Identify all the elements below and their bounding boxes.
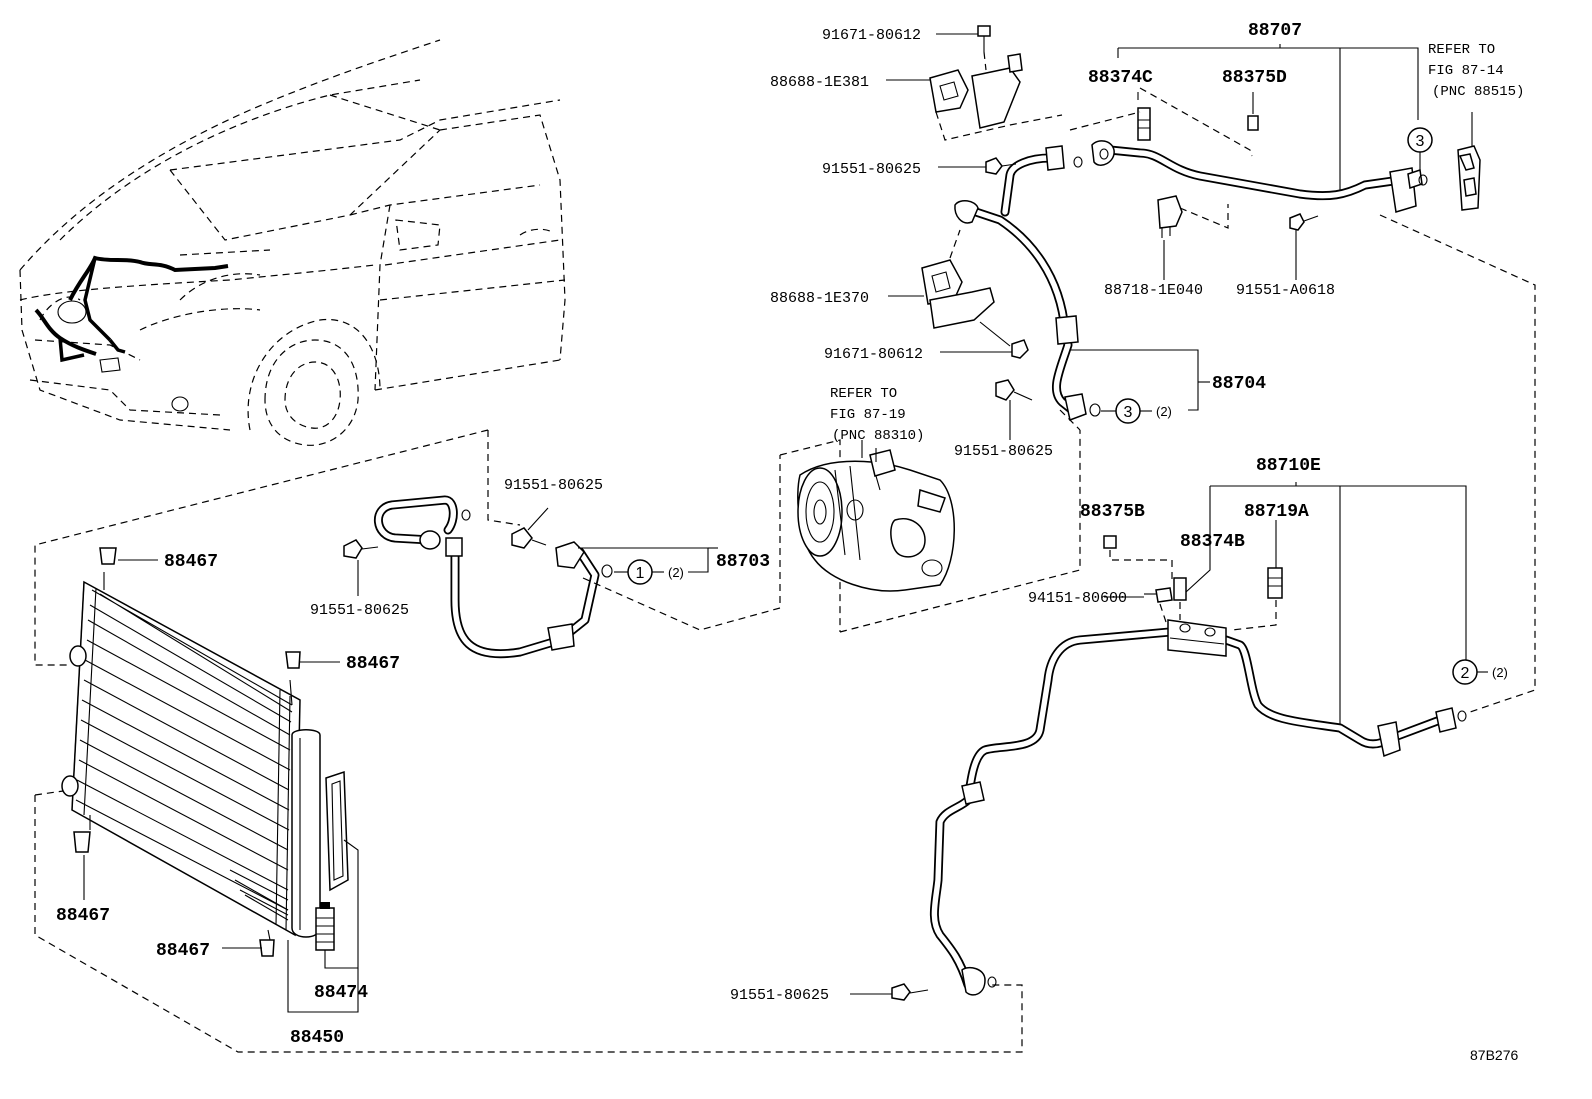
condenser-leaders bbox=[83, 559, 359, 1013]
figure-code: 87B276 bbox=[1470, 1047, 1518, 1063]
callouts: 1 (2) 2 (2) 3 3 (2) bbox=[614, 127, 1508, 685]
refer-87-14-line1: REFER TO bbox=[1428, 42, 1495, 58]
label-88718-1E040: 88718-1E040 bbox=[1104, 282, 1203, 299]
label-88467-mid: 88467 bbox=[346, 654, 400, 674]
label-91551-80625-comp: 91551-80625 bbox=[954, 443, 1053, 460]
label-88374B: 88374B bbox=[1180, 532, 1245, 552]
label-88474: 88474 bbox=[314, 983, 368, 1003]
label-91671-80612-mid: 91671-80612 bbox=[824, 346, 923, 363]
refer-87-19-line3: (PNC 88310) bbox=[832, 428, 924, 444]
label-91551-80625-bottom: 91551-80625 bbox=[730, 987, 829, 1004]
label-88467-bottom: 88467 bbox=[156, 941, 210, 961]
label-91671-80612-top: 91671-80612 bbox=[822, 27, 921, 44]
callout-2-qty: (2) bbox=[1492, 665, 1508, 680]
callout-3a-number: 3 bbox=[1416, 133, 1425, 150]
callout-3b-qty: (2) bbox=[1156, 404, 1172, 419]
lower-pipe-88710E bbox=[891, 482, 1467, 1001]
label-88374C: 88374C bbox=[1088, 68, 1153, 88]
suction-hose-88704 bbox=[954, 145, 1210, 440]
discharge-hose-88703 bbox=[343, 455, 781, 659]
compressor bbox=[779, 430, 1081, 633]
label-88707: 88707 bbox=[1248, 21, 1302, 41]
refer-87-19-line2: FIG 87-19 bbox=[830, 407, 906, 423]
part-labels: 91671-80612 88688-1E381 91551-80625 8868… bbox=[56, 21, 1524, 1063]
label-88703: 88703 bbox=[716, 552, 770, 572]
refer-87-14-line3: (PNC 88515) bbox=[1432, 84, 1524, 100]
label-88719A: 88719A bbox=[1244, 502, 1309, 522]
label-88688-1E370: 88688-1E370 bbox=[770, 290, 869, 307]
label-88710E: 88710E bbox=[1256, 456, 1321, 476]
label-88467-top: 88467 bbox=[164, 552, 218, 572]
label-91551-80625-left: 91551-80625 bbox=[310, 602, 409, 619]
label-91551-80625-upper: 91551-80625 bbox=[822, 161, 921, 178]
refer-87-14-line2: FIG 87-14 bbox=[1428, 63, 1504, 79]
callout-2-number: 2 bbox=[1461, 665, 1470, 682]
callout-3b-number: 3 bbox=[1124, 404, 1133, 421]
callout-1-qty: (2) bbox=[668, 565, 684, 580]
refer-87-19-line1: REFER TO bbox=[830, 386, 897, 402]
callout-1-number: 1 bbox=[636, 565, 645, 582]
label-leaders bbox=[850, 33, 1144, 995]
clamp-88688-1E381 bbox=[929, 25, 1063, 141]
label-91551-80625-hose: 91551-80625 bbox=[504, 477, 603, 494]
label-88375D: 88375D bbox=[1222, 68, 1287, 88]
label-88688-1E381: 88688-1E381 bbox=[770, 74, 869, 91]
label-94151-80600: 94151-80600 bbox=[1028, 590, 1127, 607]
clamp-88688-1E370 bbox=[921, 229, 1029, 359]
label-88375B: 88375B bbox=[1080, 502, 1145, 522]
expansion-valve bbox=[1457, 112, 1481, 211]
condenser-assembly bbox=[61, 547, 349, 957]
label-88467-left: 88467 bbox=[56, 906, 110, 926]
label-88450: 88450 bbox=[290, 1028, 344, 1048]
vehicle-illustration bbox=[19, 39, 566, 446]
upper-pipe-88707 bbox=[985, 44, 1536, 713]
label-88704: 88704 bbox=[1212, 374, 1266, 394]
label-91551-A0618: 91551-A0618 bbox=[1236, 282, 1335, 299]
